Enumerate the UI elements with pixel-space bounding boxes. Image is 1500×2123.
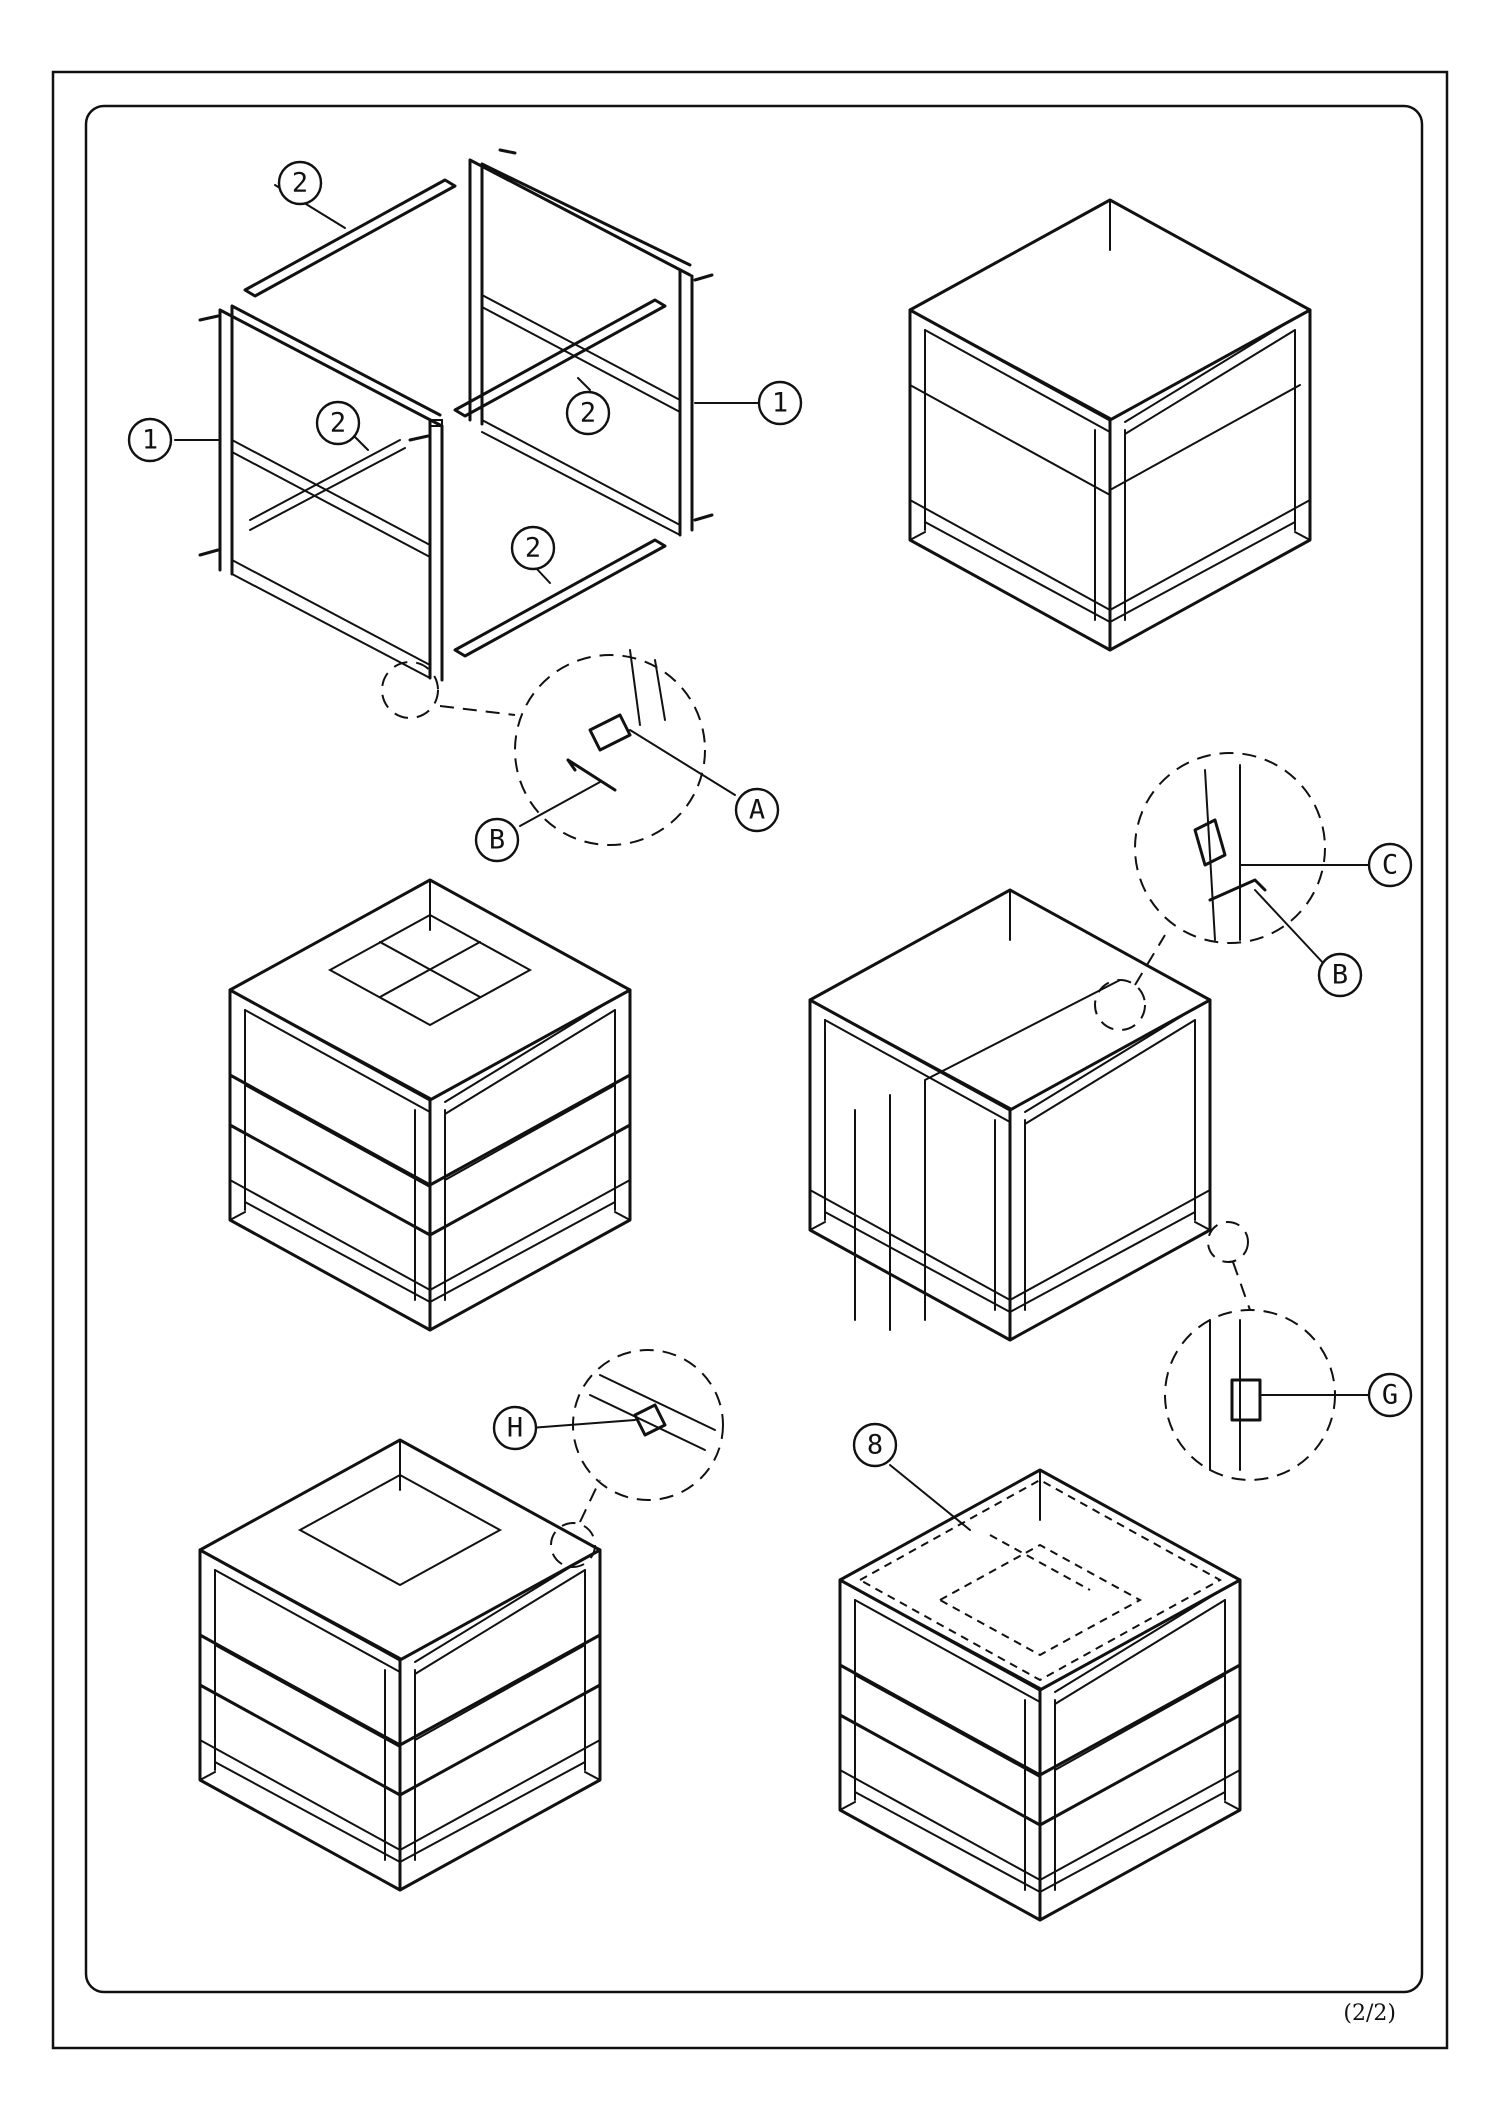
svg-text:2: 2 (292, 168, 308, 199)
callout-part-2-top: 2 (277, 160, 323, 206)
callout-hardware-b-step4: B (1317, 952, 1363, 998)
step-6-top-panel: 8 (838, 1422, 1242, 1922)
top-panel-outline (857, 1478, 1223, 1682)
callout-part-2-left: 2 (315, 400, 361, 446)
step-5-dowel-insert: H (198, 1349, 724, 1892)
callout-hardware-a: A (734, 787, 780, 833)
detail-marker-step4b (1207, 1221, 1249, 1263)
detail-marker-small (381, 661, 439, 719)
side-frame-left (218, 304, 444, 682)
rail-lower-left (249, 439, 406, 531)
svg-text:2: 2 (580, 398, 596, 429)
callout-hardware-g: G (1367, 1372, 1413, 1418)
svg-text:2: 2 (330, 408, 346, 439)
detail-dowel (589, 1374, 716, 1451)
detail-bolt-hex-key (566, 649, 666, 792)
svg-text:B: B (489, 825, 505, 856)
svg-text:2: 2 (525, 533, 541, 564)
detail-circle-bolt (514, 654, 706, 846)
side-frame-right (468, 158, 694, 537)
detail-marker-step5 (550, 1522, 596, 1568)
bolts-step1 (198, 148, 714, 557)
svg-text:1: 1 (772, 388, 788, 419)
content-panel (84, 104, 1424, 1994)
page-border (51, 70, 1449, 2050)
svg-text:1: 1 (142, 425, 158, 456)
svg-text:C: C (1382, 850, 1398, 881)
detail-circle-cam (1134, 752, 1326, 944)
rail-middle (453, 298, 667, 418)
step-1-frame-exploded: 2 1 2 2 1 2 A B (127, 148, 803, 863)
step-4-panel-install: C B G (808, 752, 1413, 1481)
svg-text:8: 8 (867, 1430, 883, 1461)
rail-top-left (243, 178, 457, 298)
rail-bottom (453, 538, 667, 658)
step-3-drawer-frame (228, 878, 632, 1332)
detail-marker-step4 (1094, 979, 1146, 1031)
detail-glide (1209, 1319, 1262, 1471)
detail-cam-fastener (1193, 764, 1267, 941)
svg-text:G: G (1382, 1380, 1398, 1411)
callout-hardware-b-step1: B (474, 817, 520, 863)
callout-part-1-right: 1 (757, 380, 803, 426)
svg-text:A: A (749, 795, 765, 826)
callout-part-8: 8 (852, 1422, 898, 1468)
callout-part-1-left: 1 (127, 417, 173, 463)
callout-part-2-bottom: 2 (510, 525, 556, 571)
svg-text:H: H (507, 1413, 523, 1444)
page-number: (2/2) (1343, 2001, 1396, 2026)
callout-hardware-h: H (492, 1405, 538, 1451)
callout-hardware-c: C (1367, 842, 1413, 888)
callout-part-2-middle: 2 (565, 390, 611, 436)
svg-text:B: B (1332, 960, 1348, 991)
step-2-frame-assembled (908, 198, 1312, 652)
